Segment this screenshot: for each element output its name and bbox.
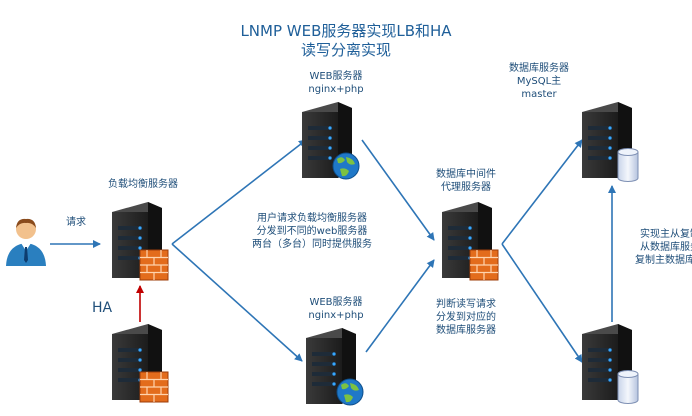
- database-master-server-icon: [582, 102, 639, 182]
- diagram-subtitle: 读写分离实现: [300, 41, 391, 59]
- arrow-web-top-to-middleware: [361, 139, 435, 241]
- database-master-label: 数据库服务器 MySQL主 master: [509, 63, 569, 100]
- middleware-proxy-server-icon: [442, 202, 499, 281]
- web-server-top-label: WEB服务器 nginx+php: [308, 71, 364, 95]
- web-server-bottom-label: WEB服务器 nginx+php: [308, 297, 364, 321]
- backup-load-balancer-server-icon: [112, 324, 169, 403]
- arrow-middleware-to-master: [501, 139, 583, 245]
- diagram-title: LNMP WEB服务器实现LB和HA: [240, 22, 452, 40]
- database-slave-server-icon: [582, 324, 639, 404]
- request-distribution-note: 用户请求负载均衡服务器 分发到不同的web服务器 两台（多台）同时提供服务: [252, 213, 372, 250]
- read-write-split-note: 判断读写请求 分发到对应的 数据库服务器: [436, 299, 496, 336]
- web-server-bottom-icon: [306, 328, 364, 406]
- arrow-lb-to-web-top: [171, 139, 307, 245]
- request-label: 请求: [66, 217, 86, 228]
- web-server-top-icon: [302, 102, 360, 180]
- arrow-web-bottom-to-middleware: [365, 259, 435, 353]
- replication-note: 实现主从复制 从数据库服务 复制主数据库的: [635, 229, 692, 266]
- ha-label: HA: [91, 300, 113, 316]
- load-balancer-label: 负载均衡服务器: [108, 179, 178, 190]
- load-balancer-server-icon: [112, 202, 169, 281]
- middleware-label: 数据库中间件 代理服务器: [436, 169, 496, 193]
- arrow-middleware-to-slave: [501, 243, 583, 363]
- arrow-lb-to-web-bottom: [171, 243, 303, 362]
- user-icon: [6, 218, 46, 266]
